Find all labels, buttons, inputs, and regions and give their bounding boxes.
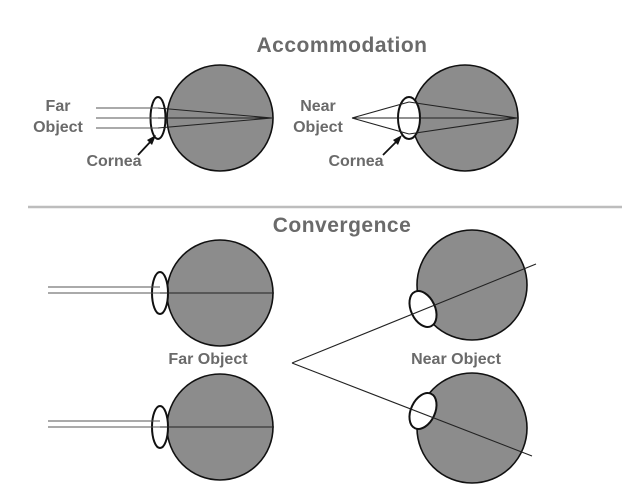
accommodation-heading: Accommodation [256,34,427,57]
convergence-near-eye-bottom [408,372,528,484]
convergence-far-eye-bottom [48,373,274,481]
accommodation-far-rays [96,107,273,129]
convergence-heading: Convergence [273,214,412,237]
near-object-label-line2: Object [293,119,343,136]
near-object-label-line1: Near [300,98,336,115]
cornea-label-right: Cornea [328,153,383,170]
far-object-label-line2: Object [33,119,83,136]
convergence-near-eye-top [408,229,528,341]
convergence-near-object-label: Near Object [411,351,501,368]
cornea-label-left: Cornea [86,153,141,170]
far-object-label-line1: Far [46,98,71,115]
accommodation-near-rays [351,101,518,135]
cornea-arrow-right-icon [382,135,402,156]
convergence-near-rays [291,263,537,457]
cornea-arrow-left-icon [137,135,156,156]
lens [408,392,438,430]
convergence-far-eye-top [48,239,274,347]
convergence-far-object-label: Far Object [168,351,248,368]
